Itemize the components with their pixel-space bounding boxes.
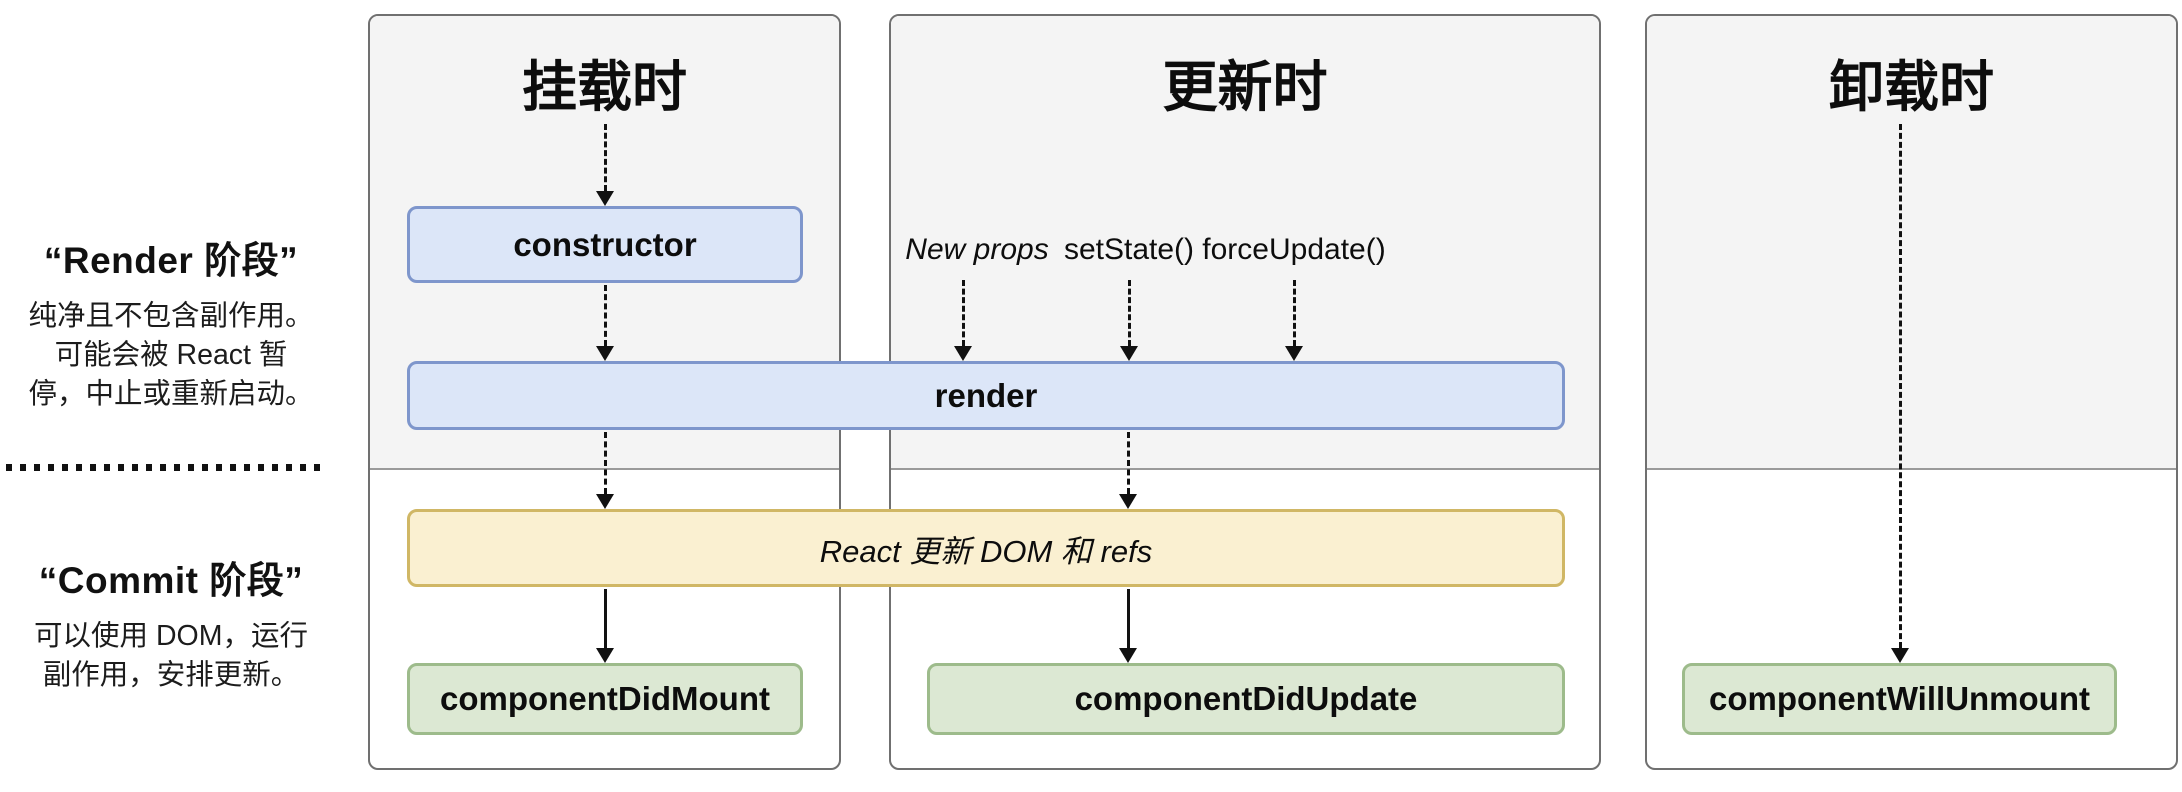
unmounting-column-panel: 卸载时 [1645,14,2178,770]
setstate-trigger-label: setState() [1063,233,1195,266]
new-props-trigger-label: New props [905,233,1049,266]
render-phase-description-line: 停，中止或重新启动。 [28,378,314,410]
component-will-unmount-box-label: componentWillUnmount [1709,680,2090,717]
arrow-mounting-to-constructor [596,124,614,206]
render-phase-description-line: 可能会被 React 暂 [54,339,288,371]
component-did-update-box-label: componentDidUpdate [1074,680,1418,717]
unmounting-render-phase-area [1647,16,2176,470]
arrow-render-to-dom-update-mount [596,432,614,509]
arrowhead-icon [1120,346,1138,361]
arrow-dom-update-to-did-mount [596,589,614,663]
commit-phase-description-line: 可以使用 DOM，运行 [34,620,308,652]
render-box[interactable]: render [407,361,1565,430]
render-box-label: render [934,376,1038,414]
arrow-dom-update-to-did-update [1119,589,1137,663]
arrow-unmounting-to-will-unmount [1891,124,1909,663]
commit-phase-description: 可以使用 DOM，运行 副作用，安排更新。 [0,617,342,695]
arrow-new-props-to-render [954,280,972,361]
component-did-mount-box[interactable]: componentDidMount [407,663,803,735]
render-phase-description-line: 纯净且不包含副作用。 [28,300,314,332]
arrow-constructor-to-render [596,285,614,361]
arrowhead-icon [596,648,614,663]
commit-phase-title: “Commit 阶段” [38,560,304,601]
render-phase-description: 纯净且不包含副作用。 可能会被 React 暂 停，中止或重新启动。 [0,297,342,414]
component-did-update-box[interactable]: componentDidUpdate [927,663,1565,735]
forceupdate-trigger-label: forceUpdate() [1202,233,1386,266]
mounting-column-title: 挂载时 [521,56,687,118]
arrowhead-icon [1285,346,1303,361]
react-updates-dom-box: React 更新 DOM 和 refs [407,509,1565,587]
arrowhead-icon [1119,494,1137,509]
constructor-box-label: constructor [513,225,697,263]
commit-phase-description-line: 副作用，安排更新。 [42,659,300,691]
commit-phase-block: “Commit 阶段” 可以使用 DOM，运行 副作用，安排更新。 [0,550,342,695]
arrowhead-icon [954,346,972,361]
unmounting-column-title: 卸载时 [1828,56,1994,118]
constructor-box[interactable]: constructor [407,206,803,283]
arrowhead-icon [1891,648,1909,663]
arrowhead-icon [596,494,614,509]
arrow-setstate-to-render [1120,280,1138,361]
arrowhead-icon [596,346,614,361]
render-phase-block: “Render 阶段” 纯净且不包含副作用。 可能会被 React 暂 停，中止… [0,230,342,414]
component-did-mount-box-label: componentDidMount [440,680,770,717]
updating-column-title: 更新时 [1162,56,1328,118]
arrowhead-icon [1119,648,1137,663]
arrow-forceupdate-to-render [1285,280,1303,361]
arrowhead-icon [596,191,614,206]
component-will-unmount-box[interactable]: componentWillUnmount [1682,663,2117,735]
phase-dotted-divider [6,464,327,471]
react-updates-dom-box-label: React 更新 DOM 和 refs [819,533,1153,569]
arrow-render-to-dom-update-update [1119,432,1137,509]
render-phase-title: “Render 阶段” [43,240,299,281]
